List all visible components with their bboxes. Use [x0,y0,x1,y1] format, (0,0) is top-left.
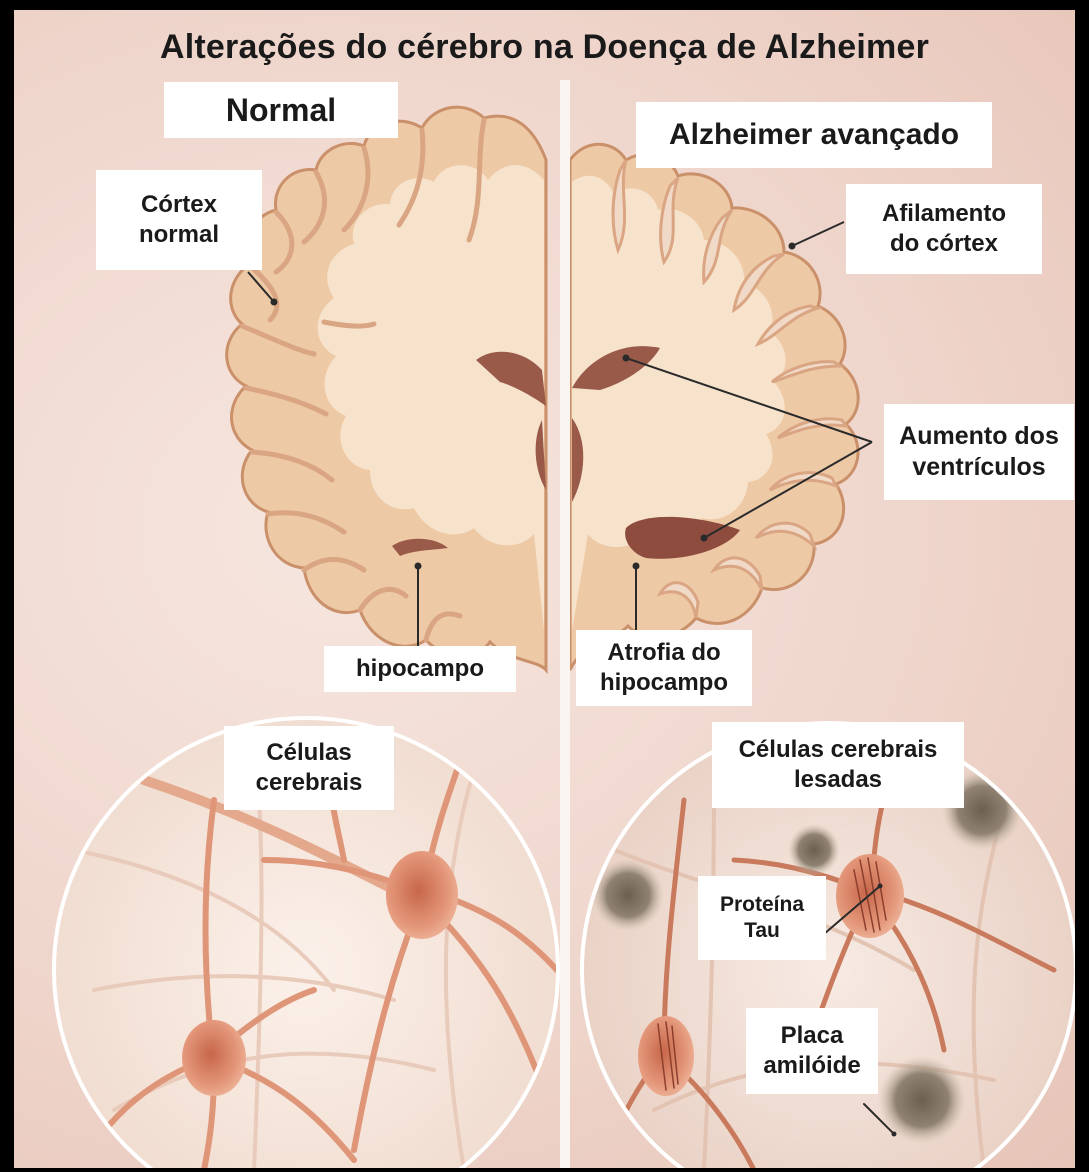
label-afilamento-cortex: Afilamento do córtex [846,184,1042,274]
normal-heading: Normal [164,82,398,138]
alzheimer-heading: Alzheimer avançado [636,102,992,168]
leader-afilamento [792,222,844,246]
label-proteina-tau: Proteína Tau [698,876,826,960]
label-placa-amiloide: Placa amilóide [746,1008,878,1094]
figure-title: Alterações do cérebro na Doença de Alzhe… [14,28,1075,67]
label-cortex-normal: Córtex normal [96,170,262,270]
label-atrofia-hipocampo: Atrofia do hipocampo [576,630,752,706]
figure-frame: Alterações do cérebro na Doença de Alzhe… [14,10,1075,1168]
label-hipocampo: hipocampo [324,646,516,692]
panel-divider [560,80,570,1168]
label-celulas-lesadas: Células cerebrais lesadas [712,722,964,808]
alzheimer-brain [570,144,858,670]
label-celulas-cerebrais: Células cerebrais [224,726,394,810]
normal-brain [227,107,546,670]
label-aumento-ventriculos: Aumento dos ventrículos [884,404,1074,500]
